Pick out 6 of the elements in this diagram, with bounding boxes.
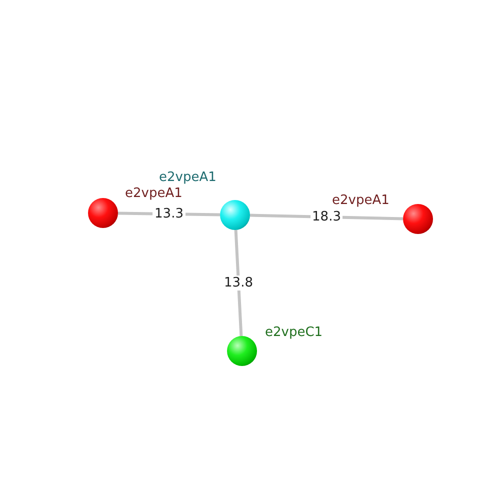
node-label: e2vpeC1 [265, 325, 323, 340]
node-label: e2vpeA1 [125, 186, 182, 201]
edge-label: 13.8 [222, 276, 255, 290]
node-label: e2vpeA1 [159, 170, 216, 185]
node-label: e2vpeA1 [332, 193, 390, 208]
connector-line [234, 230, 243, 336]
